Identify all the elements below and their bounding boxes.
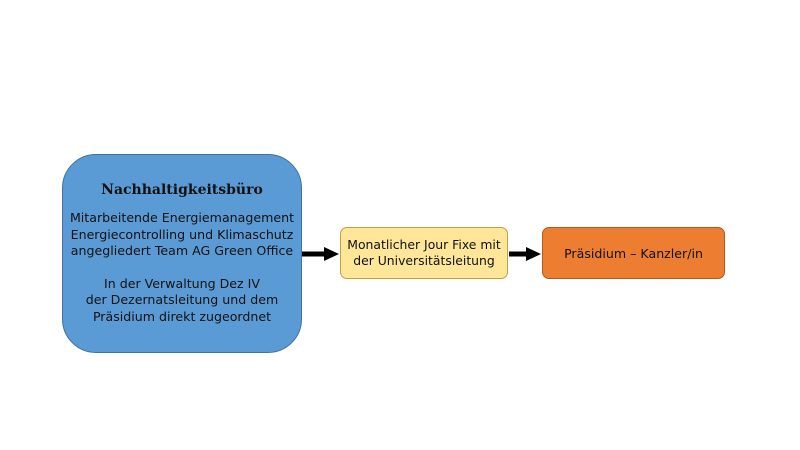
- text-line: In der Verwaltung Dez IV: [104, 275, 260, 291]
- node-label: Präsidium – Kanzler/in: [564, 245, 703, 261]
- node-description-staff: Mitarbeitende Energiemanagement Energiec…: [70, 210, 294, 260]
- text-line: der Universitätsleitung: [353, 253, 495, 268]
- arrow-connector-2: [509, 247, 541, 261]
- node-title: Nachhaltigkeitsbüro: [101, 182, 263, 198]
- text-line: Mitarbeitende Energiemanagement: [69, 210, 295, 225]
- praesidium-node: Präsidium – Kanzler/in: [542, 227, 725, 279]
- text-line: Monatlicher Jour Fixe mit: [347, 237, 501, 252]
- jour-fixe-node: Monatlicher Jour Fixe mit der Universitä…: [340, 227, 508, 279]
- text-line: der Dezernatsleitung und dem: [85, 292, 279, 307]
- node-description-administration: In der Verwaltung Dez IV der Dezernatsle…: [86, 276, 279, 326]
- text-line: Präsidium direkt zugeordnet: [92, 308, 272, 324]
- arrow-connector-1: [302, 247, 339, 261]
- nachhaltigkeitsbuero-node: Nachhaltigkeitsbüro Mitarbeitende Energi…: [62, 154, 302, 353]
- text-line: Energiecontrolling und Klimaschutz: [70, 226, 294, 242]
- text-line: angegliedert Team AG Green Office: [70, 243, 294, 258]
